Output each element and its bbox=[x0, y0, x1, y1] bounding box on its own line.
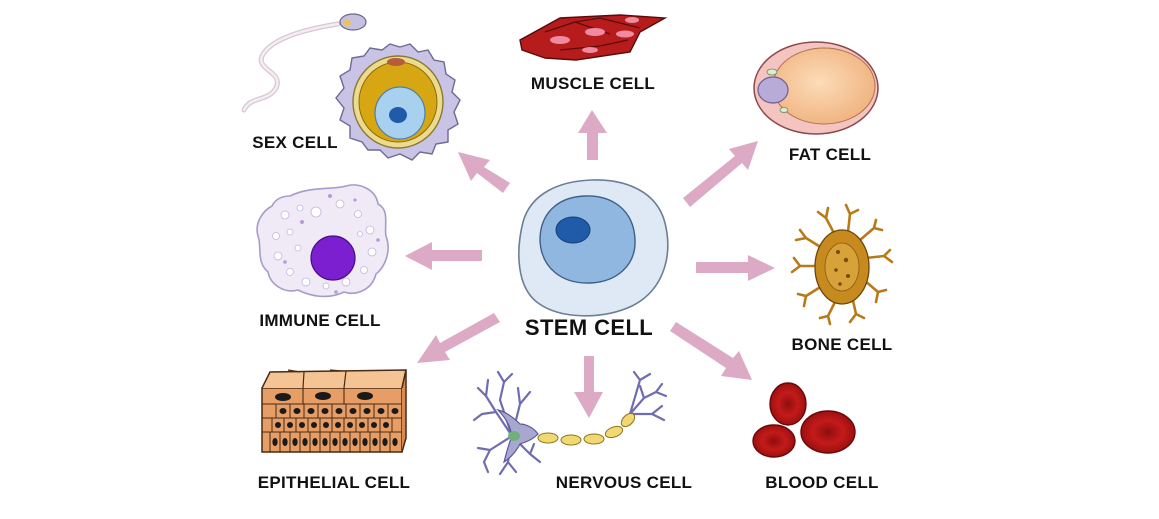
arrow-to-immune-cell bbox=[405, 242, 482, 270]
bone-cell-label: BONE CELL bbox=[791, 335, 893, 354]
sex-cell-label: SEX CELL bbox=[252, 133, 338, 152]
fat-cell-illustration bbox=[753, 41, 879, 135]
immune-cell-illustration bbox=[256, 184, 389, 298]
sex-cell-illustration bbox=[241, 13, 461, 161]
blood-cell-label: BLOOD CELL bbox=[765, 473, 879, 492]
arrow-to-sex-cell bbox=[458, 152, 510, 193]
blood-cell-illustration bbox=[752, 382, 856, 458]
stem-cell-label: STEM CELL bbox=[524, 315, 654, 340]
arrow-to-epithelial-cell bbox=[417, 313, 500, 363]
arrows bbox=[405, 110, 775, 418]
epithelial-cell-label: EPITHELIAL CELL bbox=[257, 473, 411, 492]
stem-cell-illustration bbox=[518, 179, 669, 317]
arrow-to-muscle-cell bbox=[578, 110, 607, 160]
fat-cell-label: FAT CELL bbox=[788, 145, 872, 164]
arrow-to-nervous-cell bbox=[574, 356, 603, 418]
muscle-cell-label: MUSCLE CELL bbox=[530, 74, 656, 93]
arrow-to-bone-cell bbox=[696, 255, 775, 281]
nervous-cell-illustration bbox=[472, 370, 668, 476]
arrow-to-fat-cell bbox=[683, 141, 758, 207]
bone-cell-illustration bbox=[790, 203, 894, 326]
muscle-cell-illustration bbox=[519, 14, 668, 61]
epithelial-cell-illustration bbox=[261, 369, 407, 453]
arrow-to-blood-cell bbox=[670, 322, 752, 380]
immune-cell-label: IMMUNE CELL bbox=[259, 311, 381, 330]
nervous-cell-label: NERVOUS CELL bbox=[555, 473, 693, 492]
